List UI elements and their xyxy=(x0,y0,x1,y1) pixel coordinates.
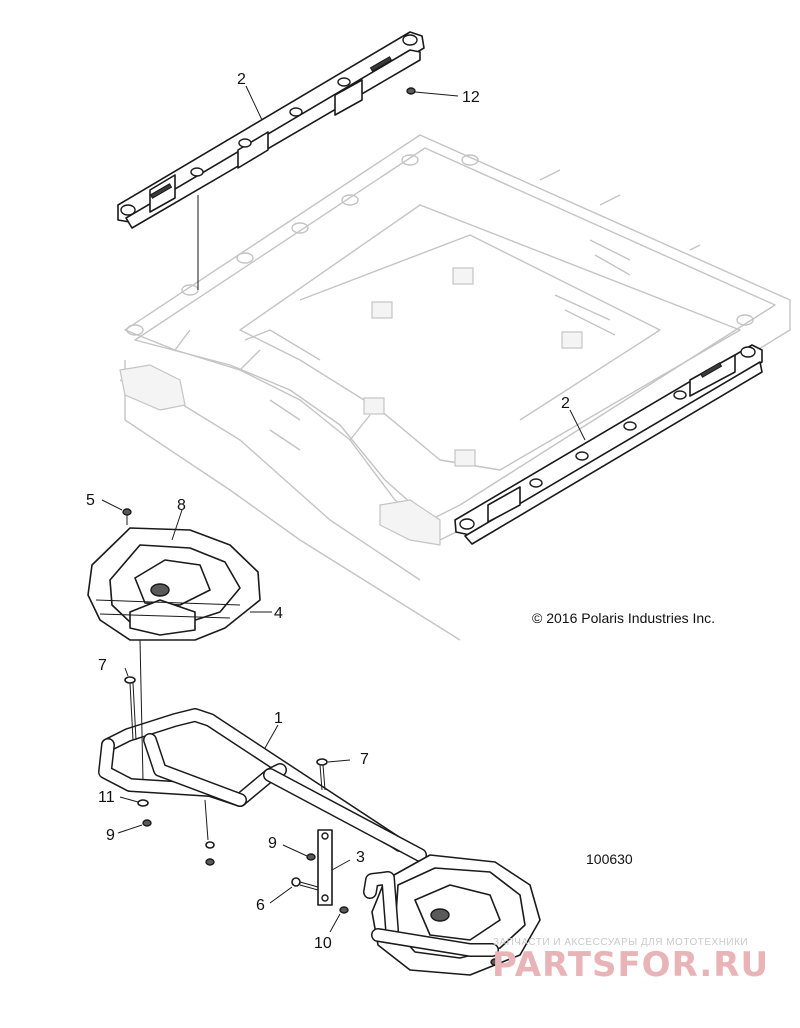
footrest-lower xyxy=(363,854,541,976)
callout-labels: 2 12 2 5 8 4 7 1 7 11 9 9 3 6 10 xyxy=(86,71,570,952)
watermark-tagline: ЗАПЧАСТИ И АКСЕССУАРЫ ДЛЯ МОТОТЕХНИКИ xyxy=(493,937,748,948)
diagram-reference-number: 100630 xyxy=(586,851,633,867)
rail-right xyxy=(454,344,763,545)
watermark: ЗАПЧАСТИ И АКСЕССУАРЫ ДЛЯ МОТОТЕХНИКИ PA… xyxy=(492,937,769,985)
callout-9-left: 9 xyxy=(106,827,115,844)
rail-top xyxy=(117,31,425,229)
fasteners xyxy=(124,195,349,914)
callout-4: 4 xyxy=(274,605,283,622)
callout-10: 10 xyxy=(314,935,332,952)
screw-12 xyxy=(406,87,459,97)
callout-9-mid: 9 xyxy=(268,835,277,852)
callout-8: 8 xyxy=(177,497,186,514)
callout-1: 1 xyxy=(274,710,283,727)
copyright-text: © 2016 Polaris Industries Inc. xyxy=(532,610,715,626)
callout-2-right: 2 xyxy=(561,395,570,412)
cargo-bed-ghost xyxy=(119,134,791,641)
callout-11: 11 xyxy=(98,789,115,806)
callout-5: 5 xyxy=(86,492,95,509)
callout-12: 12 xyxy=(462,89,480,106)
callout-3: 3 xyxy=(356,849,365,866)
callout-7-left: 7 xyxy=(98,657,107,674)
footrest-upper xyxy=(87,527,261,641)
screw-5 xyxy=(122,508,132,525)
callout-7-right: 7 xyxy=(360,751,369,768)
callout-6: 6 xyxy=(256,897,265,914)
watermark-logo: PARTSFOR.RU xyxy=(492,945,769,985)
callout-2-top: 2 xyxy=(237,71,246,88)
footrest-bracket xyxy=(98,708,427,906)
callout-leaders xyxy=(101,85,586,933)
